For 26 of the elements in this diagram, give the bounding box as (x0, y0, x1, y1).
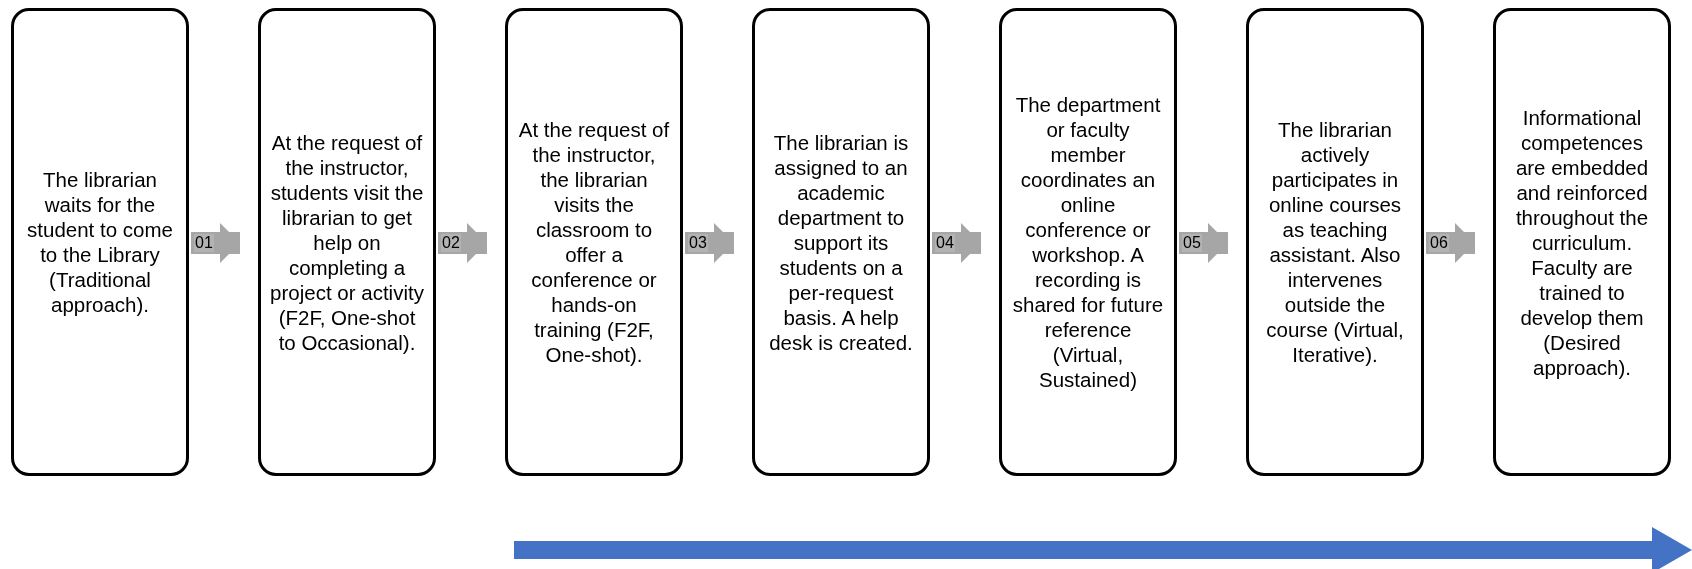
process-box (258, 8, 436, 476)
arrow (1426, 223, 1475, 263)
process-box (11, 8, 189, 476)
step-text: The librarian waits for the student to come to the Library (Traditional approach). (26, 167, 174, 317)
step-text: Informational competences are embedded and reinforced throughout the curriculum. Faculty are trained to develop them (Desired approach). (1514, 104, 1650, 380)
process-box (752, 8, 930, 476)
step-text: At the request of the instructor, students visit the librarian to get help on completing a project or activity (F2F, One-shot to Occasional). (270, 129, 424, 355)
edge-label: 01 (194, 234, 214, 252)
arrow (1179, 223, 1228, 263)
edge-label: 04 (935, 234, 955, 252)
arrow (191, 223, 240, 263)
edge-label: 02 (441, 234, 461, 252)
process-box (999, 8, 1177, 476)
process-box (505, 8, 683, 476)
step-text: At the request of the instructor, the librarian visits the classroom to offer a conference or hands-on training (F2F, One-shot). (517, 117, 671, 367)
arrow (685, 223, 734, 263)
arrow (438, 223, 487, 263)
process-box (1246, 8, 1424, 476)
edge-label: 06 (1429, 234, 1449, 252)
step-text: The department or faculty member coordinates an online conference or workshop. A recording is shared for future reference (Virtual, Sustained) (1011, 92, 1165, 392)
process-box (1493, 8, 1671, 476)
arrow (932, 223, 981, 263)
step-text: The librarian actively participates in online courses as teaching assistant. Also intervenes outside the course (Virtual, Iterative). (1265, 117, 1405, 367)
step-text: The librarian is assigned to an academic department to support its students on a per-request basis. A help desk is created. (768, 129, 914, 355)
edge-label: 03 (688, 234, 708, 252)
edge-label: 05 (1182, 234, 1202, 252)
